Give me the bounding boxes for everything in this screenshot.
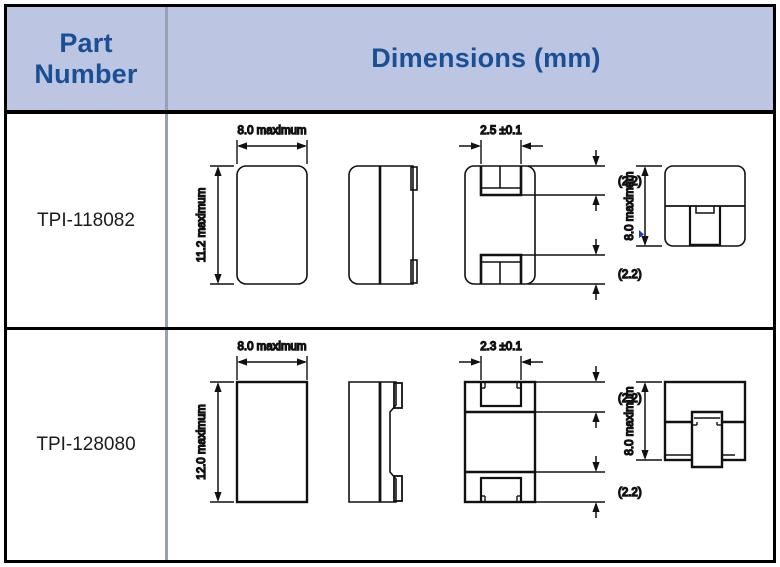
header-dimensions-label: Dimensions (mm) <box>371 43 601 73</box>
part-number-label: TPI-118082 <box>37 209 135 231</box>
dim-height-max-row2: 12.0 maximum <box>196 404 208 479</box>
dim-height-max-row1: 11.2 maximum <box>196 188 208 263</box>
view-side-row1 <box>348 165 418 285</box>
dim-pad-width-row1: 2.5 ±0.1 <box>480 125 521 137</box>
header-column-divider <box>165 7 168 110</box>
dim-pad-offset-top-row1: (2.2) <box>618 176 642 188</box>
view-top-row1 <box>210 140 308 285</box>
part-number-label: TPI-128080 <box>36 434 136 455</box>
row-column-divider <box>165 114 168 327</box>
dimension-drawing-row2: 8.0 maximum 12.0 maximum <box>168 330 773 560</box>
dim-pad-offset-bottom-row2: (2.2) <box>618 487 642 499</box>
view-bottom-row1 <box>459 140 605 300</box>
view-top-row2 <box>210 356 309 504</box>
table-row: TPI-128080 <box>7 330 773 560</box>
dim-pad-offset-top-row2: (2.2) <box>618 393 642 405</box>
view-bottom-row2 <box>459 356 605 518</box>
part-number-cell: TPI-118082 <box>7 114 165 327</box>
technical-drawing-svg-row2: 8.0 maximum 12.0 maximum <box>195 340 747 518</box>
dim-depth-max-row1: 8.0 maximum <box>624 171 636 240</box>
dim-width-max-row1: 8.0 maximum <box>237 125 306 137</box>
header-cell-part-number: Part Number <box>7 7 165 110</box>
header-part-line1: Part <box>59 28 113 59</box>
dimensions-table: Part Number Dimensions (mm) TPI-118082 <box>4 4 776 563</box>
view-side-row2 <box>348 381 403 503</box>
dim-pad-offset-bottom-row1: (2.2) <box>618 269 642 281</box>
technical-drawing-svg-row1: 8.0 maximum 11.2 maximum <box>195 124 746 300</box>
dim-depth-max-row2: 8.0 maximum <box>624 386 636 455</box>
view-end-row1 <box>636 165 746 247</box>
header-cell-dimensions: Dimensions (mm) <box>169 7 775 110</box>
dim-pad-width-row2: 2.3 ±0.1 <box>480 341 521 353</box>
dim-width-max-row2: 8.0 maximum <box>237 341 306 353</box>
part-number-cell: TPI-128080 <box>7 330 165 560</box>
dimension-drawing-row1: 8.0 maximum 11.2 maximum <box>168 114 773 327</box>
table-row: TPI-118082 <box>7 114 773 330</box>
row-column-divider <box>165 330 168 560</box>
table-header: Part Number Dimensions (mm) <box>7 7 773 114</box>
view-end-row2 <box>636 380 747 469</box>
header-part-line2: Number <box>34 58 138 89</box>
